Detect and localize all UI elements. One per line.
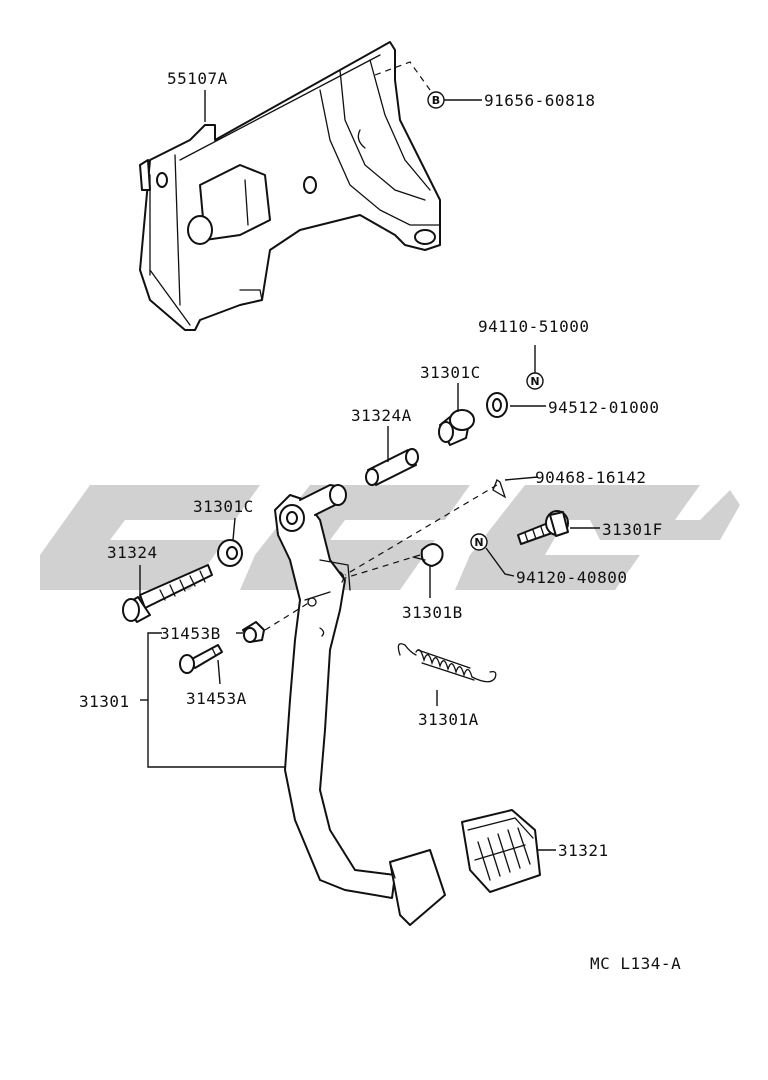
- shaft-bolt-part: [122, 564, 213, 623]
- label-31321: 31321: [558, 841, 609, 860]
- bolt-symbol: B: [427, 91, 445, 109]
- pedal-bracket: [139, 41, 441, 331]
- bolt-symbol-text: B: [432, 94, 440, 107]
- bushing-top-part: [438, 409, 475, 446]
- stopper-bolt-part: [517, 510, 569, 545]
- leader-lines: [139, 61, 600, 851]
- label-31453b: 31453B: [160, 624, 221, 643]
- label-55107a: 55107A: [167, 69, 228, 88]
- label-31301: 31301: [79, 692, 130, 711]
- nut-symbol-top-text: N: [530, 375, 539, 388]
- label-31301a: 31301A: [418, 710, 479, 729]
- label-31301b: 31301B: [402, 603, 463, 622]
- label-94512-01000: 94512-01000: [548, 398, 659, 417]
- pedal-pad-part: [461, 809, 541, 893]
- label-31324: 31324: [107, 543, 158, 562]
- part-labels: 55107A 91656-60818 94110-51000 31301C 94…: [79, 69, 681, 973]
- label-31301c-left: 31301C: [193, 497, 254, 516]
- nut-symbol-top: N: [526, 372, 544, 390]
- clip-part: [492, 479, 507, 499]
- pin-b-part: [242, 621, 265, 643]
- label-31301f: 31301F: [602, 520, 663, 539]
- label-94120-40800: 94120-40800: [516, 568, 627, 587]
- pedal-arm-part: [274, 484, 446, 926]
- nut-symbol-mid-text: N: [474, 536, 483, 549]
- collar-part: [365, 448, 419, 486]
- label-31453a: 31453A: [186, 689, 247, 708]
- cushion-part: [412, 543, 444, 567]
- label-31301c-top: 31301C: [420, 363, 481, 382]
- bushing-left-part: [217, 539, 243, 567]
- pin-a-part: [179, 644, 223, 674]
- nut-symbol-mid: N: [470, 533, 488, 551]
- spring-part: [397, 643, 497, 683]
- label-90468-16142: 90468-16142: [535, 468, 646, 487]
- label-94110-51000: 94110-51000: [478, 317, 589, 336]
- label-91656-60818: 91656-60818: [484, 91, 595, 110]
- diagram-id: MC L134-A: [590, 954, 681, 973]
- washer-part: [486, 392, 508, 418]
- label-31324a: 31324A: [351, 406, 412, 425]
